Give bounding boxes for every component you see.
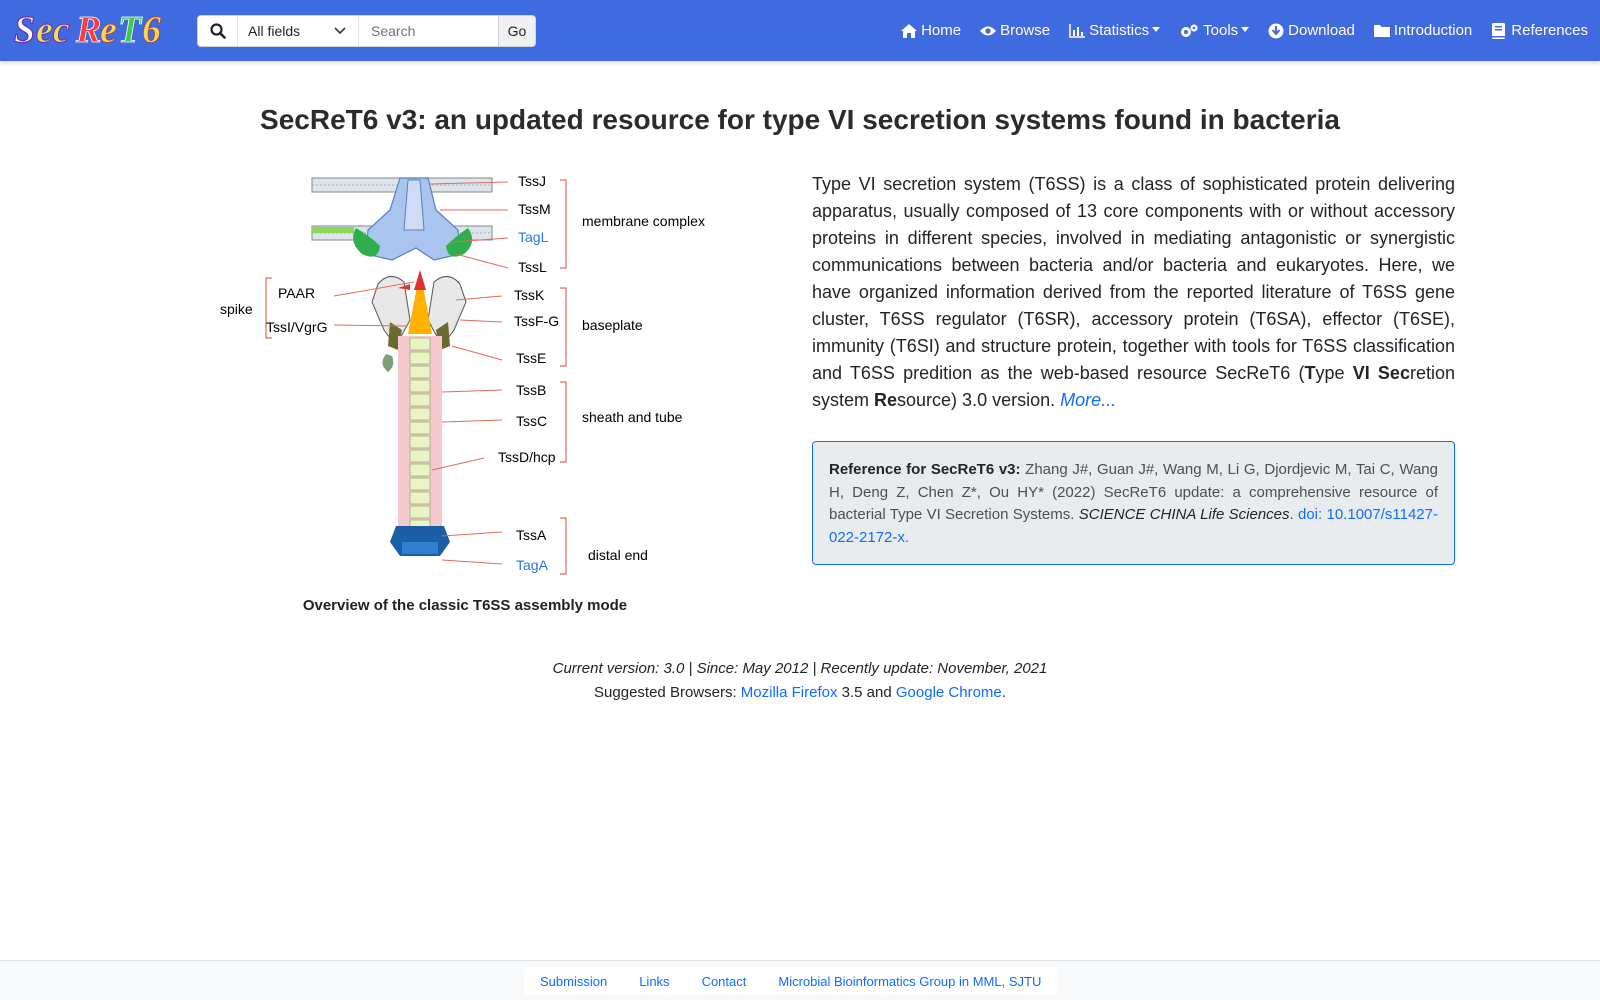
label-sheath-tube: sheath and tube xyxy=(582,409,683,425)
suggested-browsers: Suggested Browsers: Mozilla Firefox 3.5 … xyxy=(0,684,1600,701)
nav-browse-label: Browse xyxy=(1000,22,1051,39)
chevron-down-icon xyxy=(334,27,346,35)
footer-submission-link[interactable]: Submission xyxy=(540,973,608,989)
search-go-button[interactable]: Go xyxy=(498,16,535,46)
svg-text:ec: ec xyxy=(36,9,70,51)
nav-introduction-label: Introduction xyxy=(1393,22,1473,39)
label-tssd: TssD/hcp xyxy=(498,449,556,465)
gears-icon xyxy=(1179,23,1199,39)
chrome-link[interactable]: Google Chrome xyxy=(895,684,1002,701)
nav-tools[interactable]: Tools xyxy=(1179,22,1250,39)
nav-browse[interactable]: Browse xyxy=(980,22,1050,39)
label-tsse: TssE xyxy=(516,350,546,366)
footer-group-link[interactable]: Microbial Bioinformatics Group in MML, S… xyxy=(778,973,1042,989)
nav-introduction[interactable]: Introduction xyxy=(1373,22,1473,39)
browsers-suffix: . xyxy=(1001,684,1006,701)
top-navbar: S ec R e T 6 All fields Go Home xyxy=(0,0,1600,61)
t6ss-diagram: TssJ TssM TagL TssL TssK TssF-G TssE Tss… xyxy=(220,170,720,590)
version-info: Current version: 3.0 | Since: May 2012 |… xyxy=(552,660,1048,677)
svg-text:S: S xyxy=(14,9,35,51)
eye-icon xyxy=(980,23,997,39)
label-paar: PAAR xyxy=(278,285,315,301)
intro-retion: retion system xyxy=(812,363,1455,410)
reference-label: Reference for SecReT6 v3: xyxy=(829,461,1021,478)
intro-ype: ype xyxy=(1315,363,1353,383)
label-tssl: TssL xyxy=(518,259,547,275)
search-field-value: All fields xyxy=(248,23,301,39)
nav-home-label: Home xyxy=(921,22,962,39)
label-spike: spike xyxy=(220,301,253,317)
main-nav-menu: Home Browse Statistics Tools D xyxy=(882,0,1588,61)
svg-text:T: T xyxy=(118,9,143,51)
footer-contact-link[interactable]: Contact xyxy=(701,973,747,989)
reference-journal: SCIENCE CHINA Life Sciences xyxy=(1078,506,1290,523)
label-tssfg: TssF-G xyxy=(514,313,559,329)
nav-references-label: References xyxy=(1511,22,1588,39)
caret-down-icon xyxy=(1241,27,1250,32)
intro-t: T xyxy=(1304,363,1316,383)
search-bar: All fields Go xyxy=(197,15,536,47)
label-tagl: TagL xyxy=(518,229,549,245)
firefox-link[interactable]: Mozilla Firefox xyxy=(740,684,838,701)
intro-re: Re xyxy=(874,390,898,410)
label-tssm: TssM xyxy=(518,201,551,217)
label-tssi: TssI/VgrG xyxy=(266,319,327,335)
nav-download-label: Download xyxy=(1288,22,1355,39)
more-link[interactable]: More... xyxy=(1060,390,1117,410)
folder-icon xyxy=(1373,23,1390,39)
reference-dot: . xyxy=(1289,506,1298,523)
search-icon xyxy=(198,16,238,46)
label-baseplate: baseplate xyxy=(582,317,643,333)
label-distal-end: distal end xyxy=(588,547,648,563)
intro-vi-sec: VI Sec xyxy=(1352,363,1410,383)
label-taga: TagA xyxy=(516,557,549,573)
reference-authors: Zhang J#, Guan J#, Wang M, Li G, Djordje… xyxy=(829,461,1438,523)
nav-home[interactable]: Home xyxy=(901,22,961,39)
svg-text:6: 6 xyxy=(142,9,161,51)
svg-text:R: R xyxy=(75,9,101,51)
brand-logo[interactable]: S ec R e T 6 xyxy=(14,8,174,52)
nav-statistics-label: Statistics xyxy=(1089,22,1150,39)
search-input[interactable] xyxy=(358,16,498,46)
home-icon xyxy=(901,23,918,39)
label-tssc: TssC xyxy=(516,413,547,429)
reference-box: Reference for SecReT6 v3: Zhang J#, Guan… xyxy=(812,441,1455,565)
page-title: SecReT6 v3: an updated resource for type… xyxy=(260,104,1340,135)
browsers-middle: 3.5 and xyxy=(837,684,896,701)
intro-paragraph: Type VI secretion system (T6SS) is a cla… xyxy=(812,171,1455,414)
nav-references[interactable]: References xyxy=(1491,22,1588,39)
label-tssb: TssB xyxy=(516,382,546,398)
download-icon xyxy=(1268,23,1284,39)
footer-links: Submission Links Contact Microbial Bioin… xyxy=(524,967,1058,995)
label-tssa: TssA xyxy=(516,527,547,543)
caret-down-icon xyxy=(1152,27,1161,32)
label-tssk: TssK xyxy=(514,287,545,303)
figure-caption: Overview of the classic T6SS assembly mo… xyxy=(302,597,628,614)
intro-source: source) 3.0 version. xyxy=(897,390,1061,410)
search-field-select[interactable]: All fields xyxy=(238,16,358,46)
footer: Submission Links Contact Microbial Bioin… xyxy=(0,960,1600,1000)
book-icon xyxy=(1491,22,1507,39)
label-tssj: TssJ xyxy=(518,173,546,189)
intro-text: Type VI secretion system (T6SS) is a cla… xyxy=(812,174,1455,383)
label-membrane-complex: membrane complex xyxy=(582,213,705,229)
svg-text:e: e xyxy=(100,9,117,51)
bar-chart-icon xyxy=(1069,23,1086,39)
browsers-prefix: Suggested Browsers: xyxy=(594,684,741,701)
nav-download[interactable]: Download xyxy=(1268,22,1355,39)
footer-links-link[interactable]: Links xyxy=(639,973,670,989)
doi-link[interactable]: doi: 10.1007/s11427-022-2172-x. xyxy=(829,506,1438,546)
nav-statistics[interactable]: Statistics xyxy=(1069,22,1161,39)
nav-tools-label: Tools xyxy=(1203,22,1239,39)
